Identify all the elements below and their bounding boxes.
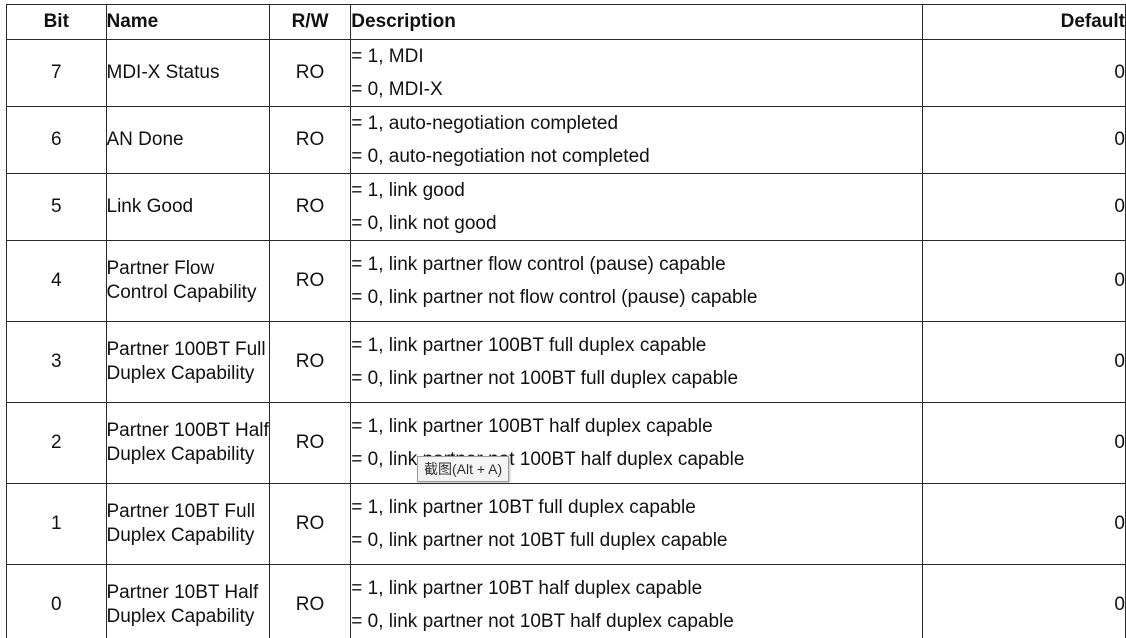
description-line: = 1, link partner 10BT half duplex capab… xyxy=(351,578,703,599)
rw-cell: RO xyxy=(268,173,352,241)
header-description: Description xyxy=(350,4,923,40)
default-cell: 0 xyxy=(921,106,1126,174)
table-row: 4 Partner Flow Control Capability RO = 1… xyxy=(6,240,1126,322)
description-line: = 0, link not good xyxy=(351,213,497,234)
table-row: 2 Partner 100BT Half Duplex Capability R… xyxy=(6,402,1126,484)
description-cell: = 1, link partner flow control (pause) c… xyxy=(350,240,923,322)
table-row: 7 MDI-X Status RO = 1, MDI = 0, MDI-X 0 xyxy=(6,39,1126,107)
description-line: = 0, link partner not 10BT full duplex c… xyxy=(351,530,728,551)
name-cell: Link Good xyxy=(105,173,270,241)
description-cell: = 1, link partner 100BT full duplex capa… xyxy=(350,321,923,403)
bit-cell: 6 xyxy=(6,106,107,174)
description-cell: = 1, auto-negotiation completed = 0, aut… xyxy=(350,106,923,174)
description-line: = 1, link partner 100BT full duplex capa… xyxy=(351,335,707,356)
screenshot-tooltip: 截图(Alt + A) xyxy=(417,456,510,482)
bit-cell: 7 xyxy=(6,39,107,107)
table-row: 0 Partner 10BT Half Duplex Capability RO… xyxy=(6,564,1126,638)
rw-cell: RO xyxy=(268,106,352,174)
rw-cell: RO xyxy=(268,321,352,403)
default-cell: 0 xyxy=(921,39,1126,107)
rw-cell: RO xyxy=(268,402,352,484)
name-cell: Partner Flow Control Capability xyxy=(105,240,270,322)
header-default: Default xyxy=(921,4,1126,40)
description-cell: = 1, link good = 0, link not good xyxy=(350,173,923,241)
bit-cell: 4 xyxy=(6,240,107,322)
description-cell: = 1, MDI = 0, MDI-X xyxy=(350,39,923,107)
description-line: = 0, MDI-X xyxy=(351,79,443,100)
description-cell: = 1, link partner 10BT full duplex capab… xyxy=(350,483,923,565)
description-line: = 1, link partner 10BT full duplex capab… xyxy=(351,497,696,518)
rw-cell: RO xyxy=(268,39,352,107)
description-line: = 1, auto-negotiation completed xyxy=(351,113,619,134)
description-line: = 1, link good xyxy=(351,180,465,201)
header-row: Bit Name R/W Description Default xyxy=(6,4,1126,40)
description-line: = 1, link partner 100BT half duplex capa… xyxy=(351,416,713,437)
default-cell: 0 xyxy=(921,564,1126,638)
header-rw: R/W xyxy=(268,4,352,40)
name-cell: Partner 10BT Half Duplex Capability xyxy=(105,564,270,638)
table-row: 3 Partner 100BT Full Duplex Capability R… xyxy=(6,321,1126,403)
name-cell: MDI-X Status xyxy=(105,39,270,107)
bit-cell: 3 xyxy=(6,321,107,403)
rw-cell: RO xyxy=(268,564,352,638)
default-cell: 0 xyxy=(921,483,1126,565)
name-cell: Partner 10BT Full Duplex Capability xyxy=(105,483,270,565)
name-cell: Partner 100BT Half Duplex Capability xyxy=(105,402,270,484)
bit-cell: 1 xyxy=(6,483,107,565)
default-cell: 0 xyxy=(921,173,1126,241)
name-cell: Partner 100BT Full Duplex Capability xyxy=(105,321,270,403)
rw-cell: RO xyxy=(268,483,352,565)
default-cell: 0 xyxy=(921,321,1126,403)
default-cell: 0 xyxy=(921,402,1126,484)
header-name: Name xyxy=(105,4,270,40)
description-line: = 0, link partner not 10BT half duplex c… xyxy=(351,611,734,632)
bit-cell: 0 xyxy=(6,564,107,638)
rw-cell: RO xyxy=(268,240,352,322)
description-line: = 0, auto-negotiation not completed xyxy=(351,146,650,167)
table-row: 6 AN Done RO = 1, auto-negotiation compl… xyxy=(6,106,1126,174)
default-cell: 0 xyxy=(921,240,1126,322)
header-bit: Bit xyxy=(6,4,107,40)
bit-cell: 5 xyxy=(6,173,107,241)
description-line: = 0, link partner not flow control (paus… xyxy=(351,287,758,308)
bit-cell: 2 xyxy=(6,402,107,484)
name-cell: AN Done xyxy=(105,106,270,174)
description-line: = 0, link partner not 100BT full duplex … xyxy=(351,368,739,389)
register-table: Bit Name R/W Description Default 7 MDI-X… xyxy=(6,4,1126,638)
table-row: 5 Link Good RO = 1, link good = 0, link … xyxy=(6,173,1126,241)
description-line: = 1, MDI xyxy=(351,46,424,67)
description-cell: = 1, link partner 10BT half duplex capab… xyxy=(350,564,923,638)
description-line: = 1, link partner flow control (pause) c… xyxy=(351,254,726,275)
table-row: 1 Partner 10BT Full Duplex Capability RO… xyxy=(6,483,1126,565)
